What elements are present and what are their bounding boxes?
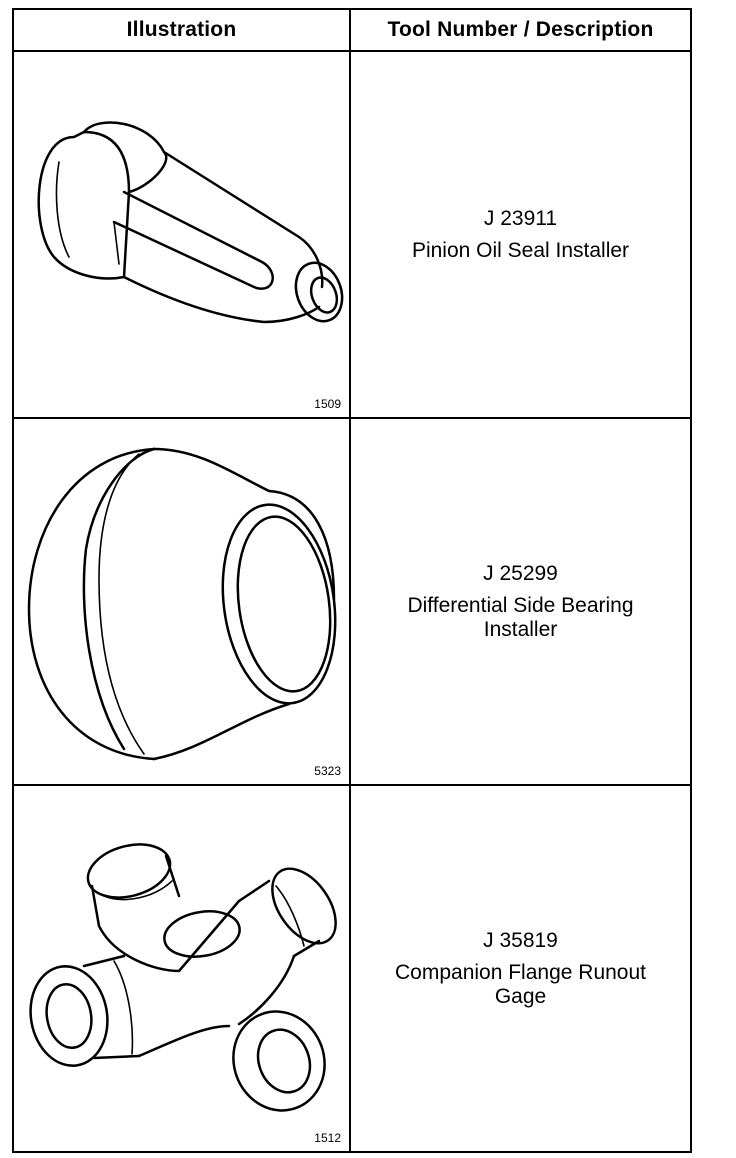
tool-number: J 25299 — [483, 561, 558, 585]
figure-number: 5323 — [314, 764, 341, 778]
illustration-cell-3: 1512 — [14, 786, 351, 1151]
header-tool: Tool Number / Description — [351, 10, 690, 52]
pinion-seal-installer-illustration — [37, 121, 344, 324]
illustration-cell-1: 1509 — [14, 52, 351, 419]
tool-number: J 23911 — [483, 206, 558, 230]
tool-number: J 35819 — [483, 928, 558, 952]
header-illustration: Illustration — [14, 10, 351, 52]
header-illustration-label: Illustration — [126, 18, 237, 41]
side-bearing-installer-illustration — [27, 447, 337, 761]
tool-table: Illustration Tool Number / Description 1… — [12, 8, 692, 1153]
illustration-cell-2: 5323 — [14, 419, 351, 786]
figure-number: 1509 — [314, 397, 341, 411]
description-cell-3: J 35819 Companion Flange Runout Gage — [351, 786, 690, 1151]
description-cell-1: J 23911 Pinion Oil Seal Installer — [351, 52, 690, 419]
description-cell-2: J 25299 Differential Side Bearing Instal… — [351, 419, 690, 786]
figure-number: 1512 — [314, 1131, 341, 1145]
tool-description: Companion Flange Runout Gage — [395, 960, 646, 1008]
tool-description: Pinion Oil Seal Installer — [411, 238, 630, 262]
runout-gage-illustration — [29, 843, 337, 1112]
tool-description: Differential Side Bearing Installer — [407, 593, 634, 641]
header-tool-label: Tool Number / Description — [387, 18, 654, 41]
